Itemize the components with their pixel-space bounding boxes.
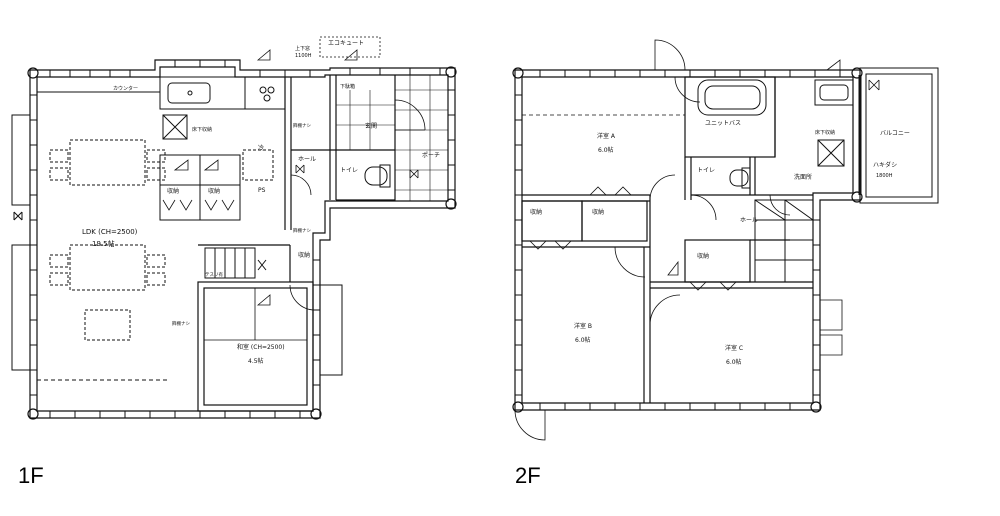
second-floor-stairs xyxy=(754,199,814,283)
balcony-outline xyxy=(858,67,939,204)
shelf-label-a: 飾棚ナシ xyxy=(293,122,311,129)
second-floor-doors xyxy=(514,39,880,441)
first-floor-doors xyxy=(173,49,426,311)
second-floor-interior-walls xyxy=(521,76,813,403)
washitsu-size: 4.5帖 xyxy=(248,357,264,365)
second-floor-storage-doors xyxy=(529,186,737,291)
storage-label-2f-1: 収納 xyxy=(530,208,542,216)
ps-label: PS xyxy=(258,187,266,194)
storage-label-2f-3: 収納 xyxy=(697,252,709,260)
second-floor-title: 2F xyxy=(515,463,541,488)
first-floor-labels: LDK (CH=2500) 19.5帖 和室 (CH=2500) 4.5帖 玄関… xyxy=(82,40,440,365)
washitsu-tatami xyxy=(204,288,307,341)
washroom-label: 洗面所 xyxy=(794,173,812,181)
washroom-sink xyxy=(814,79,854,106)
shoebox-label: 下駄箱 xyxy=(340,83,355,90)
hall-label-2f: ホール xyxy=(740,217,758,224)
washitsu-label: 和室 (CH=2500) xyxy=(237,343,285,351)
genkan-label: 玄関 xyxy=(365,122,377,130)
upper-window-size: 1100H xyxy=(295,53,312,59)
second-floor-labels: 洋室 A 6.0帖 洋室 B 6.0帖 洋室 C 6.0帖 バルコニー ハキダシ… xyxy=(530,120,910,366)
underfloor-label-2f: 床下収納 xyxy=(815,129,835,136)
room-a-size: 6.0帖 xyxy=(598,146,614,154)
toilet-label-2f: トイレ xyxy=(697,167,715,174)
second-floor-wall-ticks xyxy=(515,70,841,410)
dining-table xyxy=(49,139,166,341)
storage-label-2: 収納 xyxy=(208,187,220,195)
first-floor-wall-ticks xyxy=(30,60,455,418)
balcony-label: バルコニー xyxy=(880,130,910,137)
ecocute-unit xyxy=(319,36,381,58)
hall-label: ホール xyxy=(298,156,316,163)
storage-label-2f-2: 収納 xyxy=(592,208,604,216)
underfloor-label: 床下収納 xyxy=(192,126,212,133)
first-floor-toilet xyxy=(364,164,391,188)
first-floor-plan xyxy=(11,36,457,420)
room-c-label: 洋室 C xyxy=(725,344,743,352)
room-a-label: 洋室 A xyxy=(597,132,616,140)
first-floor-left-windows xyxy=(11,114,31,371)
storage-label-1: 収納 xyxy=(167,187,179,195)
first-floor-outer-walls xyxy=(29,59,456,419)
room-c-size: 6.0帖 xyxy=(726,358,742,366)
kitchen-counter xyxy=(37,76,286,221)
fridge-label: 冷 xyxy=(258,144,264,152)
first-floor-columns xyxy=(27,66,457,420)
first-floor-stairs xyxy=(204,247,267,279)
kitchen-underfloor-symbol xyxy=(162,114,188,140)
second-floor-plan xyxy=(512,39,939,441)
porch-label: ポーチ xyxy=(422,151,440,159)
second-floor-toilet xyxy=(729,167,751,189)
ecocute-label: エコキュート xyxy=(328,40,364,47)
first-floor-title: 1F xyxy=(18,463,44,488)
second-floor-underfloor-symbol xyxy=(817,139,845,167)
upper-window-label: 上下窓 xyxy=(295,45,310,52)
second-floor-columns xyxy=(512,67,863,413)
washitsu-window xyxy=(319,284,343,376)
hakidashi-label: ハキダシ xyxy=(873,161,897,169)
counter-label: カウンター xyxy=(113,85,138,92)
storage-label-3: 収納 xyxy=(298,251,310,259)
room-b-size: 6.0帖 xyxy=(575,336,591,344)
room-b-label: 洋室 B xyxy=(574,322,592,330)
shelf-label-b: 飾棚ナシ xyxy=(293,227,311,234)
toilet-label: トイレ xyxy=(340,167,358,174)
bath-label: ユニットバス xyxy=(705,120,741,127)
stair-text: テスリ有 xyxy=(205,271,223,278)
first-floor-storage-doors xyxy=(162,199,235,211)
ldk-size: 19.5帖 xyxy=(92,239,115,248)
unit-bath xyxy=(697,79,767,116)
first-floor-interior-walls xyxy=(197,75,396,412)
ldk-label: LDK (CH=2500) xyxy=(82,228,138,236)
genkan-tiles xyxy=(336,75,448,201)
shelf-label-c: 飾棚ナシ xyxy=(172,320,190,327)
hakidashi-size: 1800H xyxy=(876,173,893,179)
